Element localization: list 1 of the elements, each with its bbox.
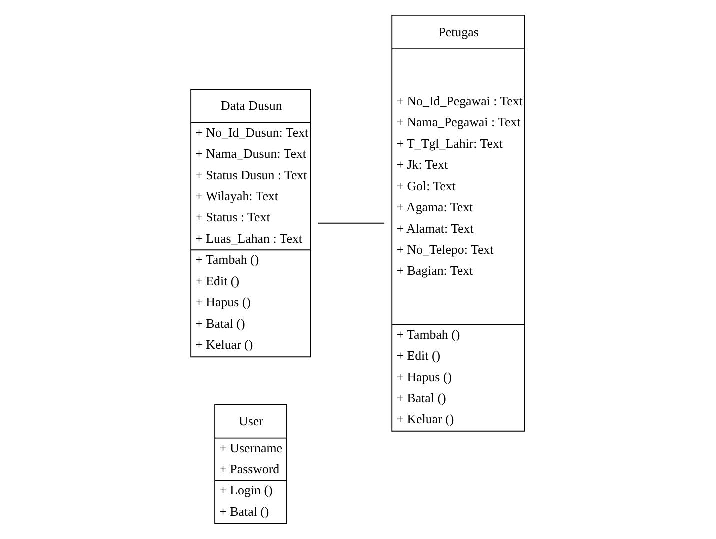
connector bbox=[318, 222, 386, 224]
